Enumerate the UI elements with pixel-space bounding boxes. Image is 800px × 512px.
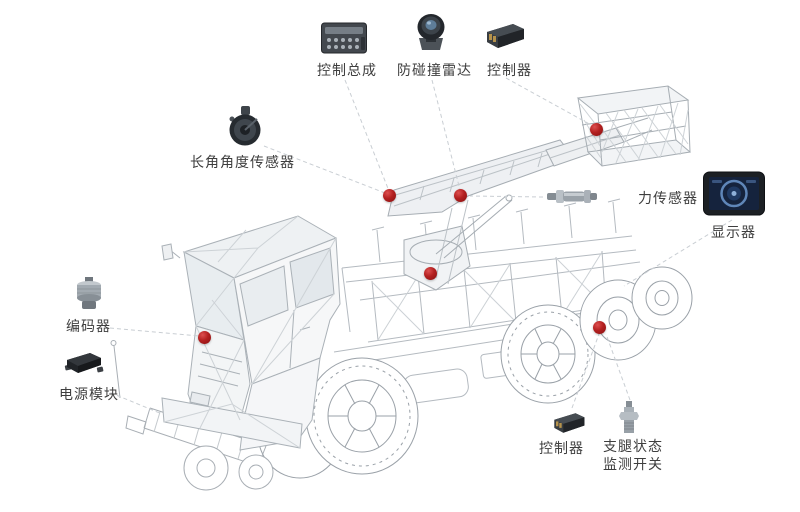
- ecu-box-icon-small: [550, 410, 588, 436]
- truck-cab: [161, 215, 341, 451]
- radar-sensor-icon: [412, 12, 450, 54]
- cab-mesh: [163, 215, 337, 449]
- monitor-icon: [702, 170, 766, 218]
- label-power-module: 电源模块: [59, 386, 119, 402]
- truck-boom: [387, 117, 653, 291]
- limit-switch-icon: [616, 400, 642, 436]
- hotspot-boom-mid: [454, 189, 467, 202]
- label-encoder: 编码器: [66, 318, 111, 334]
- label-outrigger-status-switch: 支腿状态 监测开关: [603, 438, 663, 473]
- load-pin-icon: [546, 184, 598, 208]
- label-boom-angle-sensor: 长角角度传感器: [190, 154, 295, 170]
- label-controller-bottom: 控制器: [539, 440, 584, 456]
- ecu-box-icon: [482, 20, 528, 52]
- label-display: 显示器: [711, 224, 756, 240]
- label-control-assembly: 控制总成: [317, 62, 377, 78]
- angle-sensor-icon: [224, 104, 266, 148]
- encoder-icon: [70, 276, 108, 312]
- leader-lines: [103, 77, 733, 415]
- hotspot-boom-base: [383, 189, 396, 202]
- label-controller-top: 控制器: [487, 62, 532, 78]
- truck-wheels: [257, 266, 693, 479]
- control-panel-icon: [320, 20, 368, 56]
- label-force-sensor: 力传感器: [638, 190, 698, 206]
- truck-front-attachment: [110, 340, 274, 491]
- power-module-icon: [64, 350, 104, 378]
- hotspot-basket: [590, 123, 603, 136]
- label-anti-collision-radar: 防碰撞雷达: [397, 62, 472, 78]
- hotspot-rear-axle: [593, 321, 606, 334]
- hotspot-cab: [198, 331, 211, 344]
- truck-chassis: [333, 198, 679, 404]
- hotspot-turret: [424, 267, 437, 280]
